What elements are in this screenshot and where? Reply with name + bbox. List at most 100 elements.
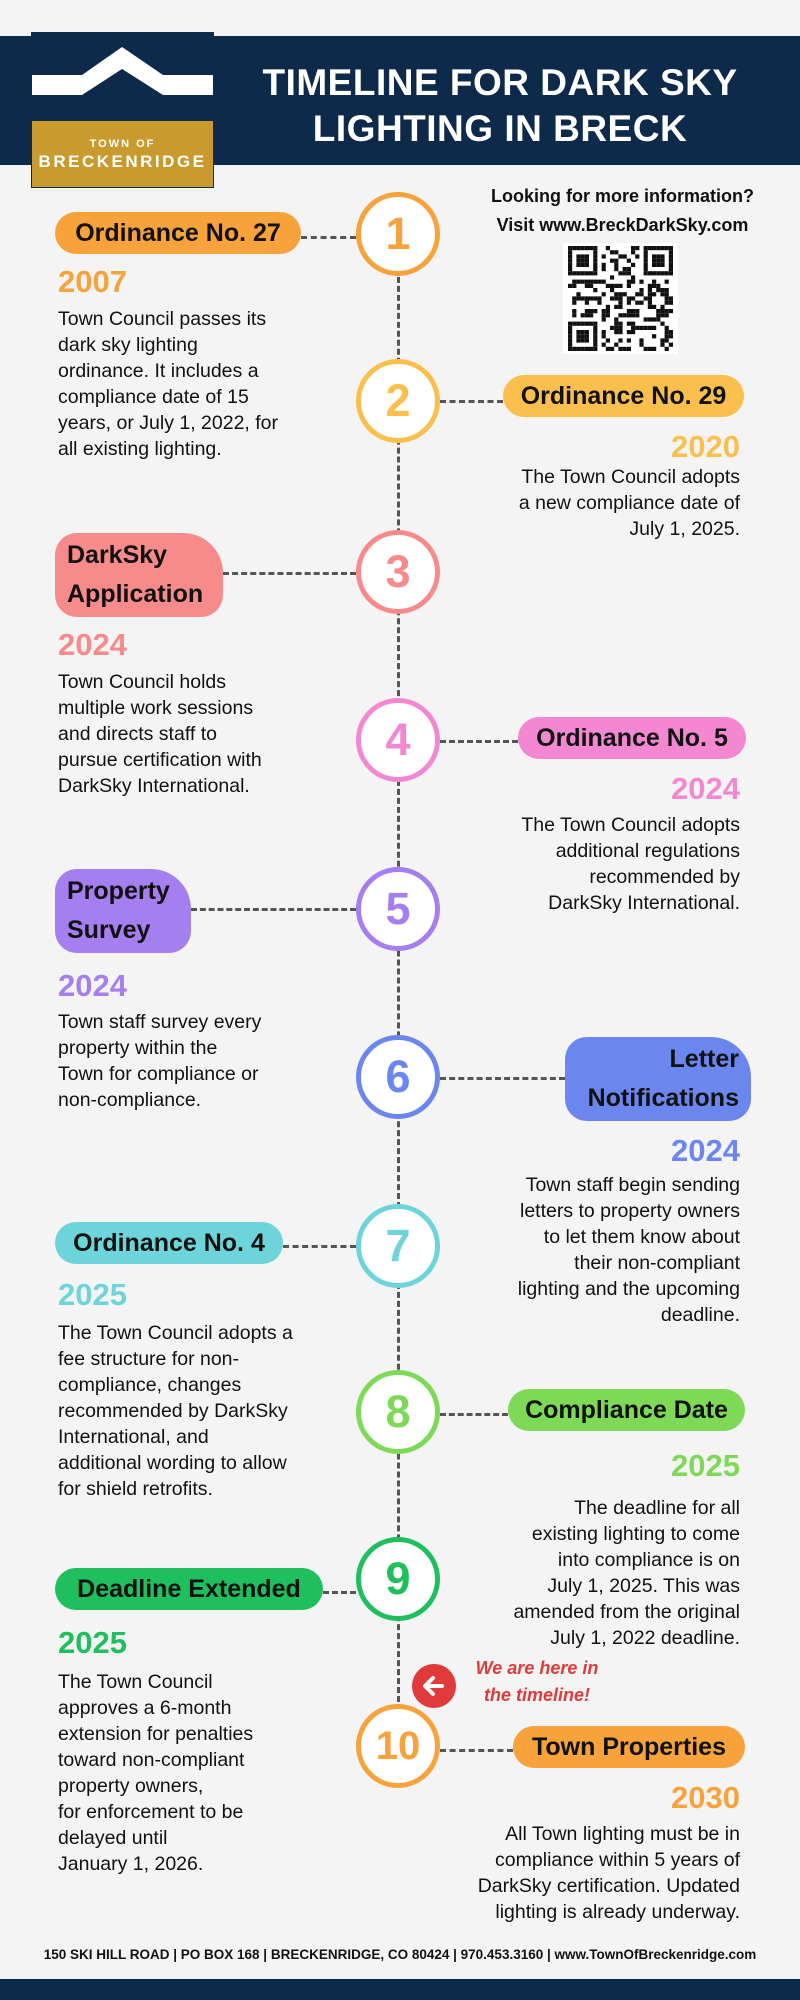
town-logo[interactable]: TOWN OF BRECKENRIDGE: [31, 32, 214, 188]
event-label-2: Ordinance No. 29: [503, 375, 744, 417]
event-label-10: Town Properties: [513, 1726, 745, 1768]
connector-2: [440, 400, 503, 403]
connector-4: [440, 740, 518, 743]
description-line: compliance date of 15: [58, 386, 249, 408]
description-line: lighting is already underway.: [495, 1901, 740, 1923]
connector-6: [440, 1077, 565, 1080]
description-line: lighting and the upcoming: [517, 1278, 740, 1300]
description-line: DarkSky certification. Updated: [477, 1875, 740, 1897]
event-description-5: Town staff survey every property within t…: [58, 1009, 338, 1113]
event-label-line-1: Ordinance No. 27: [75, 219, 281, 247]
description-line: for shield retrofits.: [58, 1478, 213, 1500]
description-line: ordinance. It includes a: [58, 360, 259, 382]
description-line: International, and: [58, 1426, 209, 1448]
description-line: DarkSky International.: [58, 775, 250, 797]
step-circle-3: 3: [356, 530, 440, 614]
logo-wordmark: TOWN OF BRECKENRIDGE: [32, 121, 213, 187]
more-info-link[interactable]: Visit www.BreckDarkSky.com: [496, 215, 749, 235]
logo-mountain: [32, 33, 213, 121]
event-year-6: 2024: [671, 1133, 740, 1168]
event-description-1: Town Council passes its dark sky lighting…: [58, 306, 338, 462]
description-line: July 1, 2025.: [629, 518, 740, 540]
event-label-line-1: DarkSky: [67, 541, 168, 569]
step-circle-2: 2: [356, 359, 440, 443]
page-title: TIMELINE FOR DARK SKY LIGHTING IN BRECK: [230, 60, 770, 152]
event-label-9: Deadline Extended: [55, 1568, 323, 1610]
event-year-8: 2025: [671, 1448, 740, 1483]
event-label-line-1: Town Properties: [531, 1733, 726, 1761]
description-line: all existing lighting.: [58, 438, 222, 460]
page-title-line-1: TIMELINE FOR DARK SKY: [262, 62, 738, 103]
header-top-strip: [0, 0, 800, 36]
description-line: recommended by DarkSky: [58, 1400, 288, 1422]
description-line: The Town Council adopts: [521, 466, 740, 488]
description-line: compliance within 5 years of: [495, 1849, 740, 1871]
description-line: a new compliance date of: [518, 492, 740, 514]
event-label-line-2: Notifications: [587, 1084, 739, 1112]
description-line: dark sky lighting: [58, 334, 198, 356]
qr-code-icon[interactable]: [563, 243, 678, 354]
event-year-2: 2020: [671, 429, 740, 464]
description-line: DarkSky International.: [548, 892, 740, 914]
description-line: their non-compliant: [574, 1252, 740, 1274]
description-line: extension for penalties: [58, 1723, 254, 1745]
step-circle-8: 8: [356, 1370, 440, 1454]
footer-band: [0, 1979, 800, 2000]
event-year-7: 2025: [58, 1277, 127, 1312]
event-year-1: 2007: [58, 264, 127, 299]
connector-5: [191, 908, 356, 911]
description-line: amended from the original: [513, 1601, 740, 1623]
event-description-6: Town staff begin sending letters to prope…: [440, 1172, 740, 1328]
you-are-here-line-1: We are here in: [475, 1658, 599, 1678]
connector-10: [440, 1749, 513, 1752]
event-label-line-1: Compliance Date: [525, 1396, 728, 1424]
description-line: and directs staff to: [58, 723, 217, 745]
description-line: existing lighting to come: [531, 1523, 740, 1545]
logo-town-of: TOWN OF: [89, 138, 156, 150]
description-line: approves a 6-month: [58, 1697, 232, 1719]
description-line: property owners,: [58, 1775, 204, 1797]
step-circle-10: 10: [356, 1704, 440, 1788]
event-label-line-1: Ordinance No. 4: [73, 1229, 265, 1257]
more-info-line-1: Looking for more information?: [491, 186, 754, 206]
page-title-line-2: LIGHTING IN BRECK: [312, 108, 688, 149]
description-line: additional regulations: [555, 840, 740, 862]
step-circle-4: 4: [356, 698, 440, 782]
step-circle-7: 7: [356, 1204, 440, 1288]
description-line: January 1, 2026.: [58, 1853, 204, 1875]
event-label-1: Ordinance No. 27: [55, 212, 301, 254]
connector-7: [283, 1245, 356, 1248]
event-label-line-1: Deadline Extended: [77, 1575, 301, 1603]
event-year-10: 2030: [671, 1780, 740, 1815]
description-line: Town staff survey every: [58, 1011, 262, 1033]
event-label-8: Compliance Date: [508, 1389, 745, 1431]
description-line: Town staff begin sending: [525, 1174, 740, 1196]
description-line: The Town Council: [58, 1671, 213, 1693]
event-year-5: 2024: [58, 968, 127, 1003]
event-label-line-1: Ordinance No. 5: [536, 724, 728, 752]
connector-8: [440, 1413, 508, 1416]
description-line: All Town lighting must be in: [505, 1823, 740, 1845]
description-line: non-compliance.: [58, 1089, 202, 1111]
description-line: July 1, 2025. This was: [547, 1575, 740, 1597]
event-label-line-1: Letter: [669, 1045, 739, 1073]
description-line: Town Council passes its: [58, 308, 267, 330]
logo-breckenridge: BRECKENRIDGE: [38, 152, 207, 171]
event-label-line-1: Ordinance No. 29: [520, 382, 727, 410]
description-line: The deadline for all: [574, 1497, 740, 1519]
description-line: multiple work sessions: [58, 697, 254, 719]
connector-3: [223, 572, 356, 575]
description-line: toward non-compliant: [58, 1749, 245, 1771]
step-circle-5: 5: [356, 867, 440, 951]
description-line: to let them know about: [543, 1226, 740, 1248]
event-description-10: All Town lighting must be in compliance w…: [440, 1821, 740, 1925]
event-label-line-1: Property: [67, 877, 170, 905]
description-line: property within the: [58, 1037, 218, 1059]
description-line: letters to property owners: [519, 1200, 740, 1222]
